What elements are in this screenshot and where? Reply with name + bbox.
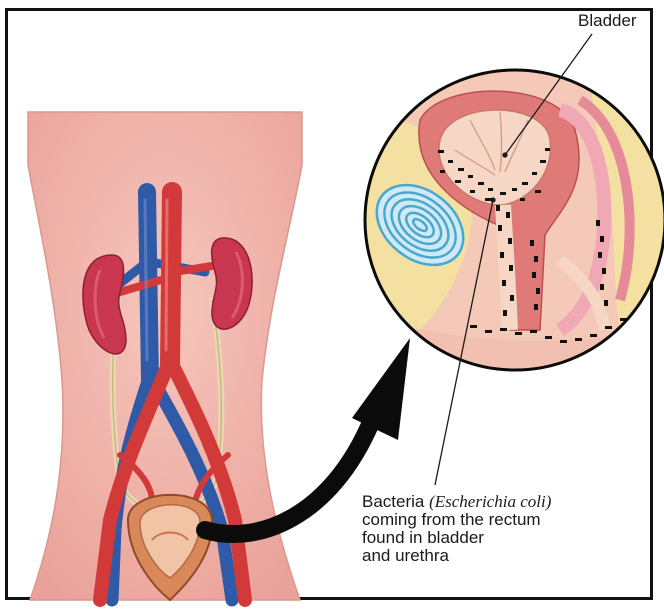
magnified-view <box>360 70 664 380</box>
label-bacteria-line2: coming from the rectum <box>362 511 642 529</box>
label-bladder: Bladder <box>578 12 637 30</box>
label-bacteria-line1: Bacteria (Escherichia coli) <box>362 493 642 511</box>
label-bacteria-line4: and urethra <box>362 547 642 565</box>
label-bacteria: Bacteria (Escherichia coli) coming from … <box>362 493 642 564</box>
species-name: (Escherichia coli) <box>429 492 551 511</box>
label-bacteria-line3: found in bladder <box>362 529 642 547</box>
